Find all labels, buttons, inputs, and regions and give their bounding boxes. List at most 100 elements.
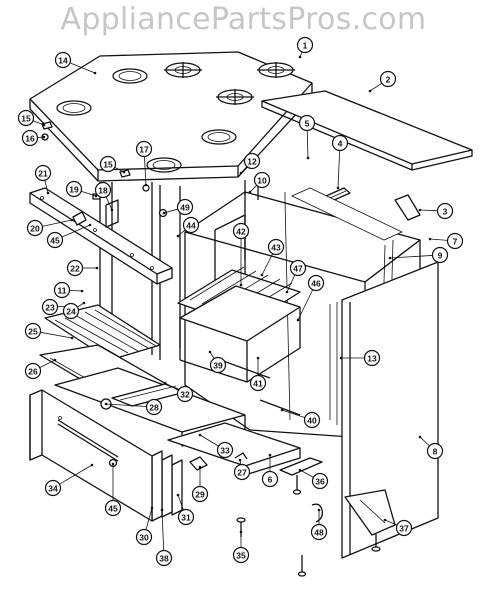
callout-leader-tip xyxy=(339,356,343,360)
callout-bubble xyxy=(296,36,314,54)
callout-number: 48 xyxy=(314,528,324,538)
callout-number: 23 xyxy=(45,303,55,313)
callout-number: 14 xyxy=(58,56,68,66)
callout-number: 34 xyxy=(48,484,58,494)
callout-bubble xyxy=(54,51,72,69)
callout-leader-line xyxy=(261,253,274,276)
callout-bubble xyxy=(177,508,195,526)
callout-leader-tip xyxy=(163,381,167,385)
callout-leader-tip xyxy=(428,237,432,241)
callout-leader-line xyxy=(281,409,306,419)
callout-leader-line xyxy=(419,209,438,212)
callout-number: 22 xyxy=(70,264,80,274)
control-panel xyxy=(29,187,173,285)
callout-leader-line xyxy=(44,180,49,194)
callout-bubble xyxy=(261,470,279,488)
callout-bubble xyxy=(191,485,209,503)
callout-number: 5 xyxy=(305,119,310,129)
callout-bubble xyxy=(41,298,59,316)
callout-number: 11 xyxy=(58,286,67,296)
callout-number: 7 xyxy=(453,237,458,247)
callout-leader-line xyxy=(161,509,165,551)
callout-leader-tip xyxy=(336,186,340,190)
callout-number: 2 xyxy=(386,75,391,85)
callout-leader-tip xyxy=(260,273,264,277)
part-callout-14: 14 xyxy=(54,51,97,75)
callout-bubble xyxy=(145,398,163,416)
part-callout-38: 38 xyxy=(155,508,173,567)
part-callout-12: 12 xyxy=(239,152,261,175)
callout-leader-line xyxy=(419,436,430,447)
callout-bubble xyxy=(310,523,328,541)
callout-number: 44 xyxy=(186,221,196,231)
callout-leader-tip xyxy=(176,493,180,497)
callout-number: 24 xyxy=(66,307,76,317)
callout-bubble xyxy=(436,202,454,220)
part-callout-37: 37 xyxy=(383,518,413,537)
callout-bubble xyxy=(307,274,325,292)
upper-rear-panel xyxy=(261,90,473,171)
callout-number: 17 xyxy=(139,145,149,155)
callout-leader-line xyxy=(61,224,91,238)
callout-leader-line xyxy=(429,238,448,241)
callout-bubble xyxy=(426,442,444,460)
part-callout-30: 30 xyxy=(135,506,154,546)
callout-bubble xyxy=(99,155,117,173)
callout-bubble xyxy=(21,129,39,147)
callout-bubble xyxy=(155,549,173,567)
callout-number: 12 xyxy=(247,157,257,167)
callout-leader-line xyxy=(286,274,296,293)
part-callout-11: 11 xyxy=(53,281,84,299)
callout-leader-tip xyxy=(368,89,372,93)
callout-leader-tip xyxy=(111,462,115,466)
callout-leader-tip xyxy=(317,508,321,512)
part-callout-28: 28 xyxy=(104,398,163,416)
callout-leader-line xyxy=(164,382,179,391)
part-callout-22: 22 xyxy=(66,259,99,277)
part-callout-35: 35 xyxy=(232,530,250,564)
part-callout-45: 45 xyxy=(46,223,92,249)
part-callout-15: 15 xyxy=(17,109,46,127)
callout-leader-line xyxy=(144,156,147,186)
callout-number: 18 xyxy=(98,186,108,196)
callout-number: 36 xyxy=(315,477,325,487)
callout-leader-tip xyxy=(239,171,243,175)
callout-number: 19 xyxy=(69,185,79,195)
callout-leader-line xyxy=(81,190,97,197)
callout-leader-tip xyxy=(42,135,46,139)
part-callout-19: 19 xyxy=(65,180,98,198)
burner-grates xyxy=(164,62,295,105)
callout-bubble xyxy=(311,472,329,490)
part-callout-39: 39 xyxy=(208,350,227,374)
callout-bubble xyxy=(303,411,321,429)
callout-leader-tip xyxy=(104,402,108,406)
part-callout-43: 43 xyxy=(260,238,285,277)
oven-racks xyxy=(177,214,301,383)
part-callout-20: 20 xyxy=(26,218,74,237)
part-callout-49: 49 xyxy=(162,198,194,216)
callout-bubble xyxy=(253,171,271,189)
callout-leader-line xyxy=(32,120,45,126)
callout-number: 28 xyxy=(149,403,159,413)
callout-number: 31 xyxy=(181,513,191,523)
range-drawing xyxy=(29,51,473,577)
callout-number: 4 xyxy=(338,139,343,149)
callout-number: 37 xyxy=(399,524,409,534)
callout-number: 15 xyxy=(103,160,113,170)
callout-number: 49 xyxy=(180,203,190,213)
callout-bubble xyxy=(232,546,250,564)
callout-bubble xyxy=(243,152,261,170)
callout-leader-tip xyxy=(95,266,99,270)
callout-leader-tip xyxy=(90,463,94,467)
part-callout-13: 13 xyxy=(339,349,381,367)
callout-number: 30 xyxy=(139,533,149,543)
callout-leader-tip xyxy=(256,356,260,360)
callout-leader-tip xyxy=(176,234,180,238)
callout-bubble xyxy=(379,70,397,88)
callout-number: 16 xyxy=(25,134,35,144)
callout-number: 21 xyxy=(38,169,48,179)
callout-number: 43 xyxy=(271,243,281,253)
callout-leader-tip xyxy=(280,408,284,412)
callout-bubble xyxy=(216,441,234,459)
